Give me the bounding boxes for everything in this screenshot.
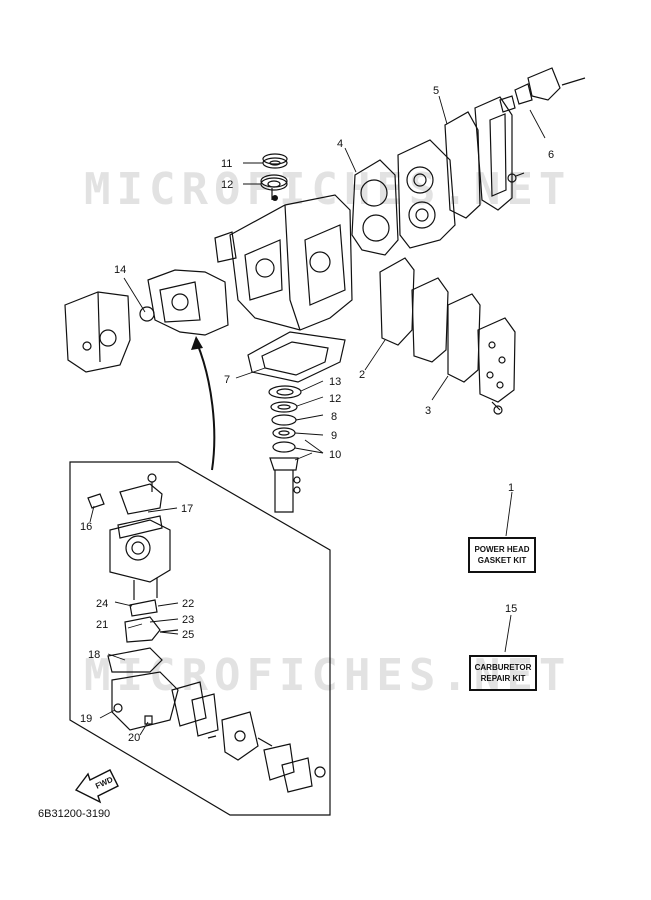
intake-manifold-part: [139, 269, 229, 336]
bearing-part: [260, 153, 288, 191]
carburetor-inset-frame: [69, 461, 331, 816]
callout-7: 7: [224, 374, 230, 386]
callout-10: 10: [329, 449, 341, 461]
callout-17: 17: [181, 503, 193, 515]
callout-5: 5: [433, 85, 439, 97]
kit-label-line2: GASKET KIT: [477, 556, 527, 565]
callout-15: 15: [505, 603, 517, 615]
callout-24: 24: [96, 598, 108, 610]
carburetor-repair-kit-box: CARBURETOR REPAIR KIT: [469, 655, 537, 691]
callout-16: 16: [80, 521, 92, 533]
kit-label-line1: CARBURETOR: [474, 663, 532, 672]
callout-12-lower: 12: [329, 393, 341, 405]
callout-1: 1: [508, 482, 514, 494]
thermostat-part: [499, 67, 586, 183]
kit-label-line2: REPAIR KIT: [480, 674, 526, 683]
callout-19: 19: [80, 713, 92, 725]
callout-20: 20: [128, 732, 140, 744]
callout-4: 4: [337, 138, 343, 150]
cylinder-block-part: [214, 188, 353, 331]
callout-23: 23: [182, 614, 194, 626]
callout-22: 22: [182, 598, 194, 610]
diagram-code: 6B31200-3190: [38, 808, 111, 820]
kit-label-line1: POWER HEAD: [474, 545, 530, 554]
head-cover-part: [444, 96, 513, 219]
power-head-gasket-kit-box: POWER HEAD GASKET KIT: [468, 537, 536, 573]
callout-18: 18: [88, 649, 100, 661]
callout-21: 21: [96, 619, 108, 631]
callout-25: 25: [182, 629, 194, 641]
head-gasket-part: [351, 159, 399, 256]
crankcase-gasket-part: [247, 331, 346, 383]
callout-14: 14: [114, 264, 126, 276]
crankshaft-seals-part: [268, 385, 302, 513]
callout-6: 6: [548, 149, 554, 161]
callout-11: 11: [221, 158, 232, 170]
fwd-arrow-icon: FWD: [74, 769, 119, 804]
callout-12: 12: [221, 179, 233, 191]
callout-8: 8: [331, 411, 337, 423]
callout-9: 9: [331, 430, 337, 442]
carburetor-part: [87, 473, 326, 793]
callout-numbers: 11 12 4 5 6 14 7 2 3 13 12 8 9 10 16 17 …: [80, 85, 554, 744]
inset-pointer-arrow: [196, 342, 216, 471]
exhaust-cover-part: [379, 257, 516, 415]
silencer-part: [64, 291, 131, 373]
callout-leaders: [89, 95, 546, 736]
callout-3: 3: [425, 405, 431, 417]
callout-2: 2: [359, 369, 365, 381]
watermark-top: MICROFICHES.NET: [84, 164, 572, 215]
cylinder-head-part: [397, 139, 456, 249]
callout-13: 13: [329, 376, 341, 388]
